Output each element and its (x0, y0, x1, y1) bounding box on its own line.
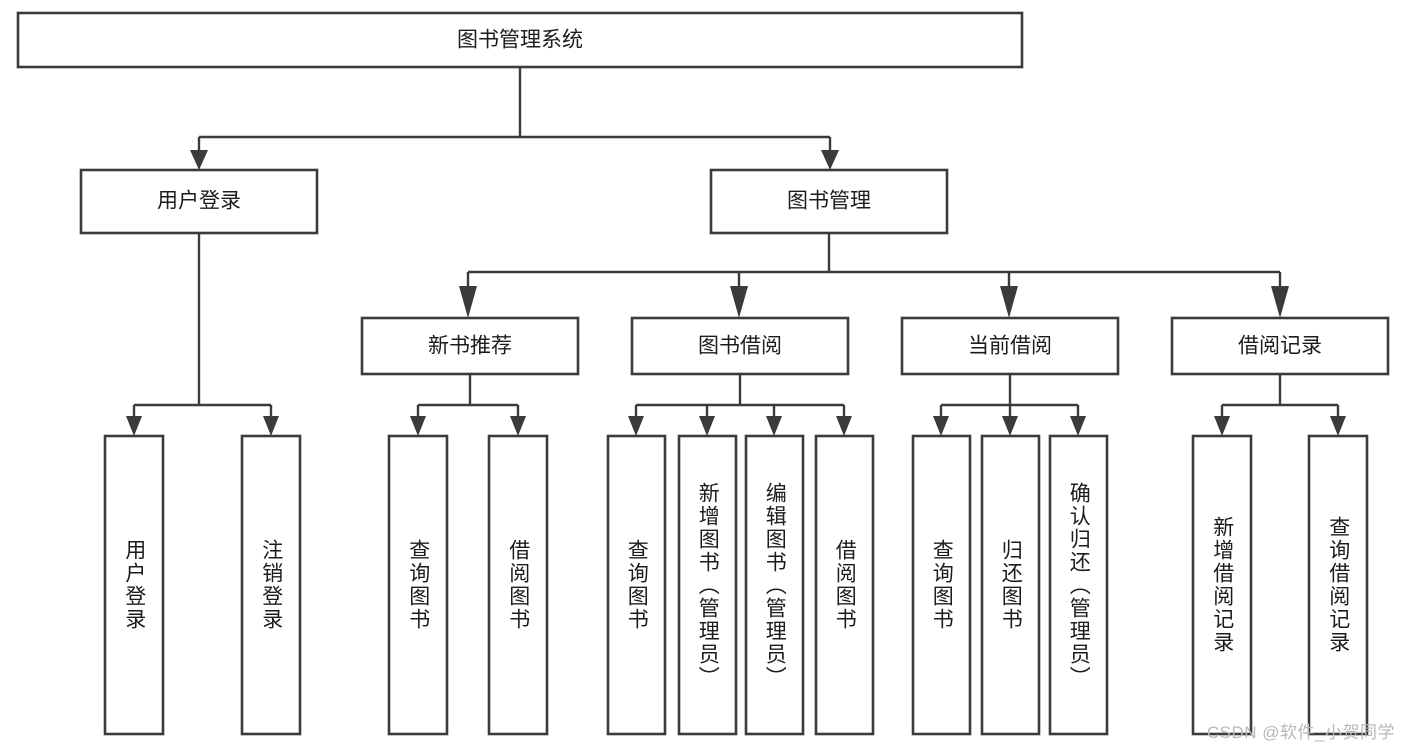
node-root[interactable]: 图书管理系统 (16, 11, 1024, 69)
watermark: CSDN @软件_小贺同学 (1206, 723, 1395, 742)
leaf-box-borrow-record-0[interactable] (1191, 434, 1253, 736)
arrow-icon-currentborrow-2 (1002, 416, 1018, 436)
node-new-book-recommend[interactable]: 新书推荐 (360, 316, 580, 376)
node-borrow-record[interactable]: 借阅记录 (1170, 316, 1390, 376)
root-label: 图书管理系统 (457, 29, 583, 52)
leaf-box-book-borrow-1[interactable] (677, 434, 738, 736)
arrow-icon-level2-1 (190, 150, 208, 170)
leaf-box-new-book-recommend-0[interactable] (387, 434, 449, 736)
leaf-box-book-borrow-3[interactable] (814, 434, 875, 736)
leaf-box-book-borrow-2[interactable] (744, 434, 805, 736)
arrow-icon-level3-1 (459, 286, 477, 318)
node-current-borrow[interactable]: 当前借阅 (900, 316, 1120, 376)
leaf-box-current-borrow-1[interactable] (980, 434, 1041, 736)
level2-label-0: 用户登录 (157, 190, 241, 213)
arrow-icon-newbook-1 (410, 416, 426, 436)
node-book-borrow[interactable]: 图书借阅 (630, 316, 850, 376)
level3-label-0: 新书推荐 (428, 335, 512, 358)
level3-box-3[interactable] (1170, 316, 1390, 376)
arrow-icon-bookborrow-4 (836, 416, 852, 436)
leaf-box-current-borrow-2[interactable] (1048, 434, 1109, 736)
arrow-icon-userlogin-2 (263, 416, 279, 436)
leaf-box-current-borrow-0[interactable] (911, 434, 972, 736)
level2-box-1[interactable] (709, 168, 949, 235)
level3-label-2: 当前借阅 (968, 335, 1052, 358)
level3-box-0[interactable] (360, 316, 580, 376)
leaf-box-user-login-0[interactable] (103, 434, 165, 736)
level3-label-3: 借阅记录 (1238, 335, 1322, 358)
leaf-box-book-borrow-0[interactable] (606, 434, 667, 736)
leaf-box-user-login-1[interactable] (240, 434, 302, 736)
level3-box-2[interactable] (900, 316, 1120, 376)
arrow-icon-level3-2 (730, 286, 748, 318)
level2-label-1: 图书管理 (787, 190, 871, 213)
level3-box-1[interactable] (630, 316, 850, 376)
node-book-management[interactable]: 图书管理 (709, 168, 949, 235)
leaf-box-borrow-record-1[interactable] (1307, 434, 1369, 736)
arrow-icon-level3-4 (1271, 286, 1289, 318)
arrow-icon-newbook-2 (510, 416, 526, 436)
arrow-icon-borrowrecord-2 (1330, 416, 1346, 436)
node-user-login[interactable]: 用户登录 (79, 168, 319, 235)
arrow-icon-borrowrecord-1 (1214, 416, 1230, 436)
root-box[interactable] (16, 11, 1024, 69)
arrow-icon-currentborrow-1 (933, 416, 949, 436)
arrow-icon-bookborrow-1 (628, 416, 644, 436)
arrow-icon-level2-2 (821, 150, 839, 170)
arrow-icon-bookborrow-2 (699, 416, 715, 436)
arrow-icon-currentborrow-3 (1070, 416, 1086, 436)
leaf-box-new-book-recommend-1[interactable] (487, 434, 549, 736)
arrow-icon-bookborrow-3 (766, 416, 782, 436)
arrow-icon-userlogin-1 (126, 416, 142, 436)
arrow-icon-level3-3 (1000, 286, 1018, 318)
level3-label-1: 图书借阅 (698, 335, 782, 358)
